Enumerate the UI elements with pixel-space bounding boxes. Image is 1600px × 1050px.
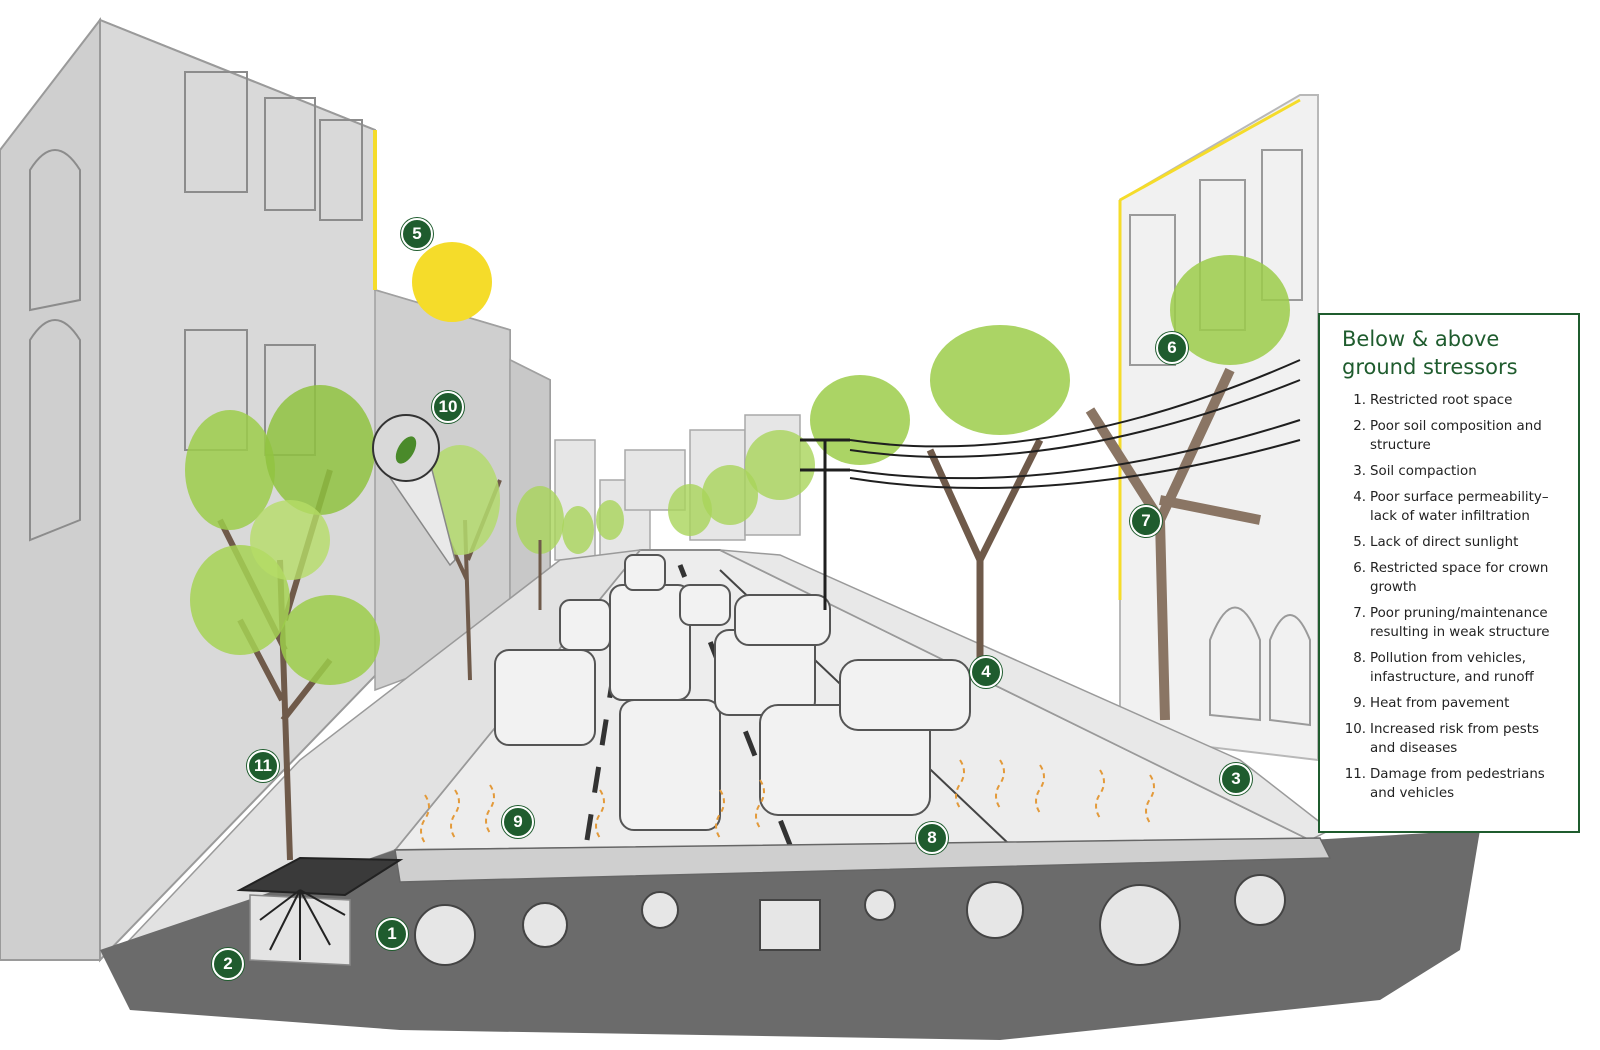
- legend-item-number: 10.: [1344, 722, 1366, 737]
- legend-item-number: 1.: [1353, 393, 1366, 408]
- legend-item-number: 3.: [1353, 464, 1366, 479]
- cars: [494, 554, 971, 831]
- marker-3: 3: [1220, 763, 1252, 795]
- pest-magnifier-icon: [372, 414, 456, 567]
- marker-5: 5: [401, 218, 433, 250]
- legend-item-text: Damage from pedestrians and vehicles: [1370, 767, 1545, 801]
- marker-2: 2: [212, 948, 244, 980]
- marker-10: 10: [432, 391, 464, 423]
- legend-title-line-2: ground stressors: [1342, 355, 1518, 379]
- legend-item: 7. Poor pruning/maintenance resulting in …: [1342, 604, 1564, 642]
- legend-item-text: Lack of direct sunlight: [1370, 535, 1519, 550]
- legend-item-text: Heat from pavement: [1370, 696, 1510, 711]
- right-building: [1118, 94, 1319, 762]
- legend-item-text: Increased risk from pests and diseases: [1370, 722, 1539, 756]
- legend-item-text: Restricted space for crown growth: [1370, 561, 1549, 595]
- legend-item-text: Poor soil composition and structure: [1370, 419, 1542, 453]
- power-lines: [800, 359, 1301, 610]
- stressors-legend: Below & above ground stressors 1. Restric…: [1318, 313, 1580, 833]
- tree-pit: [236, 856, 404, 966]
- legend-item: 2. Poor soil composition and structure: [1342, 417, 1564, 455]
- legend-item-text: Poor surface permeability–lack of water …: [1370, 490, 1549, 524]
- legend-item-number: 5.: [1353, 535, 1366, 550]
- legend-item-text: Restricted root space: [1370, 393, 1513, 408]
- legend-item-number: 9.: [1353, 696, 1366, 711]
- legend-item-text: Pollution from vehicles, infastructure, …: [1370, 651, 1534, 685]
- legend-item-number: 6.: [1353, 561, 1366, 576]
- legend-item-text: Poor pruning/maintenance resulting in we…: [1370, 606, 1550, 640]
- legend-title: Below & above ground stressors: [1342, 325, 1564, 381]
- legend-item: 11. Damage from pedestrians and vehicles: [1342, 765, 1564, 803]
- legend-item: 6. Restricted space for crown growth: [1342, 559, 1564, 597]
- legend-item-number: 4.: [1353, 490, 1366, 505]
- legend-title-line-1: Below & above: [1342, 327, 1500, 351]
- marker-7: 7: [1130, 505, 1162, 537]
- marker-9: 9: [502, 806, 534, 838]
- legend-list: 1. Restricted root space 2. Poor soil comp…: [1342, 391, 1564, 803]
- trees: [185, 255, 1290, 861]
- legend-item: 9. Heat from pavement: [1342, 694, 1564, 713]
- legend-item-number: 2.: [1353, 419, 1366, 434]
- legend-item-number: 8.: [1353, 651, 1366, 666]
- marker-8: 8: [916, 822, 948, 854]
- legend-item: 10. Increased risk from pests and disease…: [1342, 720, 1564, 758]
- underground-section: [100, 830, 1480, 1040]
- legend-item-text: Soil compaction: [1370, 464, 1477, 479]
- marker-4: 4: [970, 656, 1002, 688]
- marker-1: 1: [376, 918, 408, 950]
- marker-11: 11: [247, 750, 279, 782]
- legend-item-number: 7.: [1353, 606, 1366, 621]
- sun-icon: [412, 242, 492, 322]
- legend-item-number: 11.: [1344, 767, 1366, 782]
- marker-6: 6: [1156, 332, 1188, 364]
- legend-item: 5. Lack of direct sunlight: [1342, 533, 1564, 552]
- legend-item: 3. Soil compaction: [1342, 462, 1564, 481]
- legend-item: 1. Restricted root space: [1342, 391, 1564, 410]
- legend-item: 4. Poor surface permeability–lack of wate…: [1342, 488, 1564, 526]
- legend-item: 8. Pollution from vehicles, infastructure…: [1342, 649, 1564, 687]
